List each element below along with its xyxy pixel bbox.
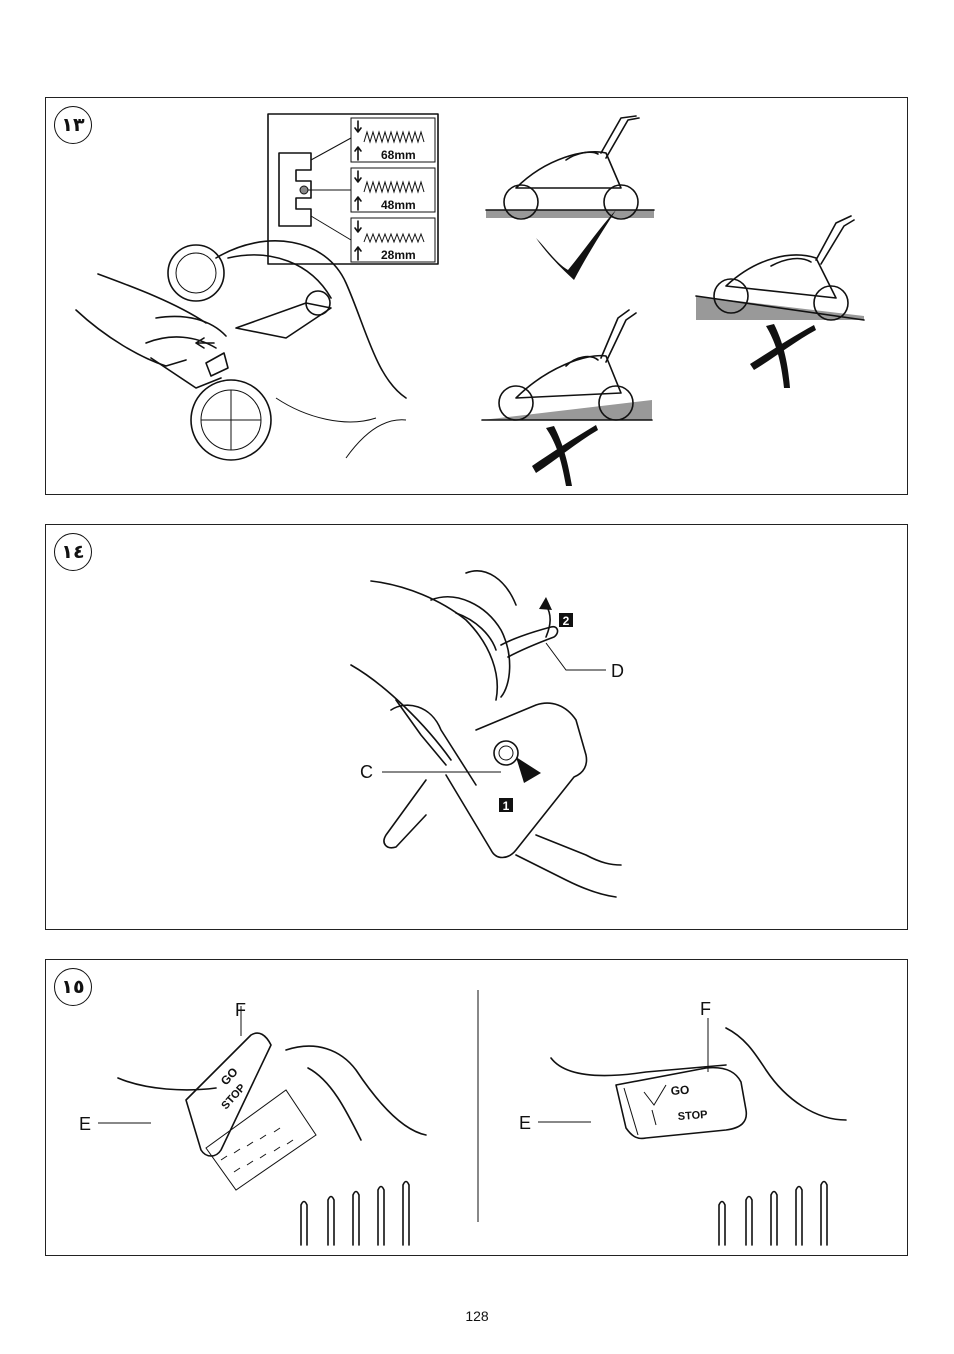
- label-e: E: [79, 1114, 91, 1134]
- go-label: GO: [670, 1083, 690, 1098]
- label-e: E: [519, 1113, 531, 1133]
- height-48mm: 48mm: [381, 198, 416, 212]
- x-mark-icon: [532, 425, 598, 486]
- height-28mm: 28mm: [381, 248, 416, 262]
- figure-14-illustration: 2 1 C D: [46, 525, 909, 931]
- height-adjust-illustration: [76, 241, 406, 460]
- label-c: C: [360, 762, 373, 782]
- label-f: F: [235, 1000, 246, 1020]
- figure-13-illustration: 68mm 48mm 28mm: [46, 98, 909, 496]
- page-number: 128: [0, 1308, 954, 1324]
- mower-flat-correct: [486, 116, 654, 280]
- figure-15-illustration: GO STOP F E GO STOP F E: [46, 960, 909, 1257]
- height-callout: 68mm 48mm 28mm: [268, 114, 438, 264]
- label-f: F: [700, 999, 711, 1019]
- step-1-marker: 1: [503, 799, 510, 813]
- figure-13-panel: ١٣: [45, 97, 908, 495]
- stop-label: STOP: [219, 1082, 248, 1112]
- height-68mm: 68mm: [381, 148, 416, 162]
- mower-slope-wrong: [482, 310, 652, 486]
- key-flap-closed: GO STOP F E: [519, 999, 846, 1245]
- figure-14-panel: ١٤ 2 1 C D: [45, 524, 908, 930]
- step-2-marker: 2: [563, 614, 570, 628]
- figure-15-panel: ١٥ GO STOP F E GO STOP: [45, 959, 908, 1256]
- label-d: D: [611, 661, 624, 681]
- check-mark-icon: [536, 210, 616, 280]
- stop-label: STOP: [677, 1109, 708, 1123]
- x-mark-icon: [750, 324, 816, 388]
- key-flap-open: GO STOP F E: [79, 1000, 426, 1245]
- mower-tilted-wrong: [696, 216, 864, 388]
